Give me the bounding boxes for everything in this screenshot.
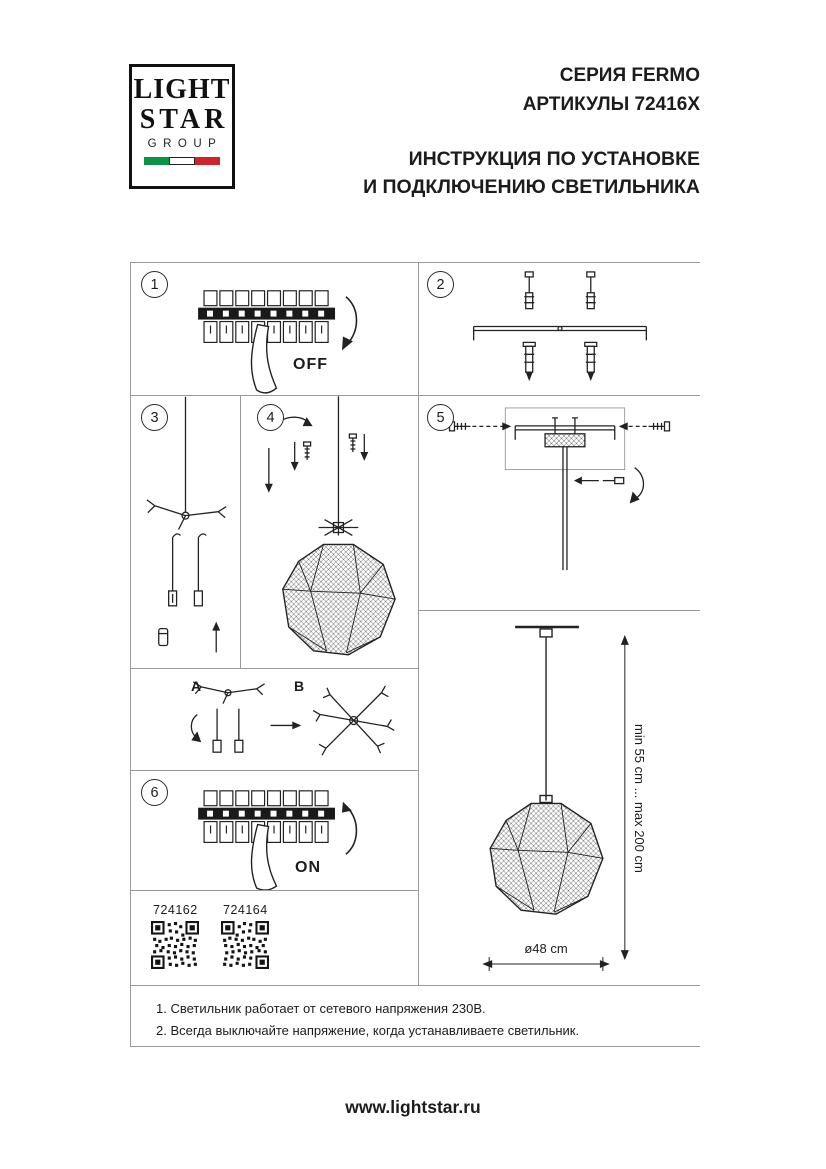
circuit-breaker-off-drawing <box>131 263 358 394</box>
header-series-block: СЕРИЯ FERMO АРТИКУЛЫ 72416X <box>523 61 700 119</box>
articles-title: АРТИКУЛЫ 72416X <box>522 94 700 115</box>
height-range-label: min 55 cm ... max 200 cm <box>632 723 647 873</box>
step-number-badge: 5 <box>427 404 454 431</box>
step5-panel: 5 <box>419 396 700 611</box>
suspension-hook-drawing <box>146 396 227 653</box>
step-number-badge: 1 <box>141 271 168 298</box>
instruction-title-line2: И ПОДКЛЮЧЕНИЮ СВЕТИЛЬНИКА <box>363 176 700 198</box>
pendant-lamp-drawing <box>482 625 629 972</box>
logo-text-light: LIGHT <box>133 74 231 105</box>
qr-code-left <box>151 921 199 969</box>
detail-ab-panel: A B <box>131 669 419 771</box>
circuit-breaker-on-drawing <box>131 771 358 890</box>
step-number-badge: 3 <box>141 404 168 431</box>
notes-section: 1. Светильник работает от сетевого напря… <box>131 986 700 1046</box>
mounting-kit-drawing <box>473 271 647 382</box>
note-line-2: 2. Всегда выключайте напряжение, когда у… <box>156 1023 580 1038</box>
article-number-left: 724162 <box>153 903 198 917</box>
detail-b-label: B <box>294 678 305 694</box>
articles-panel: 724162 724164 <box>131 891 419 986</box>
diameter-label: ø48 cm <box>524 941 568 956</box>
bracket-mounting-drawing <box>448 407 671 571</box>
step4-panel: 4 <box>241 396 419 669</box>
logo-text-group: GROUP <box>147 138 223 150</box>
step-number-badge: 4 <box>257 404 284 431</box>
instruction-title: ИНСТРУКЦИЯ ПО УСТАНОВКЕ И ПОДКЛЮЧЕНИЮ СВ… <box>363 145 700 201</box>
on-label: ON <box>295 859 321 876</box>
off-label: OFF <box>293 356 328 373</box>
step2-panel: 2 <box>419 263 700 396</box>
step-number-badge: 2 <box>427 271 454 298</box>
step3-panel: 3 <box>131 396 241 669</box>
shade-assembly-drawing <box>264 396 396 656</box>
italian-flag-icon <box>144 157 221 165</box>
step-number-badge: 6 <box>141 779 168 806</box>
pendant-dimensions-panel: min 55 cm ... max 200 cm ø48 cm <box>419 611 700 986</box>
article-number-right: 724164 <box>223 903 268 917</box>
detail-a-label: A <box>191 678 202 694</box>
website-url: www.lightstar.ru <box>345 1097 481 1117</box>
step1-panel: 1 OFF <box>131 263 419 396</box>
detail-ab-drawing <box>190 681 395 756</box>
instruction-grid: 1 OFF 2 <box>130 262 700 1047</box>
note-line-1: 1. Светильник работает от сетевого напря… <box>156 1001 486 1016</box>
instruction-title-line1: ИНСТРУКЦИЯ ПО УСТАНОВКЕ <box>408 148 700 170</box>
series-title: СЕРИЯ FERMO <box>559 65 700 86</box>
qr-code-right <box>221 921 269 969</box>
step6-panel: 6 ON <box>131 771 419 891</box>
logo-text-star: STAR <box>139 104 229 135</box>
lightstar-logo: LIGHT STAR GROUP <box>129 64 235 189</box>
